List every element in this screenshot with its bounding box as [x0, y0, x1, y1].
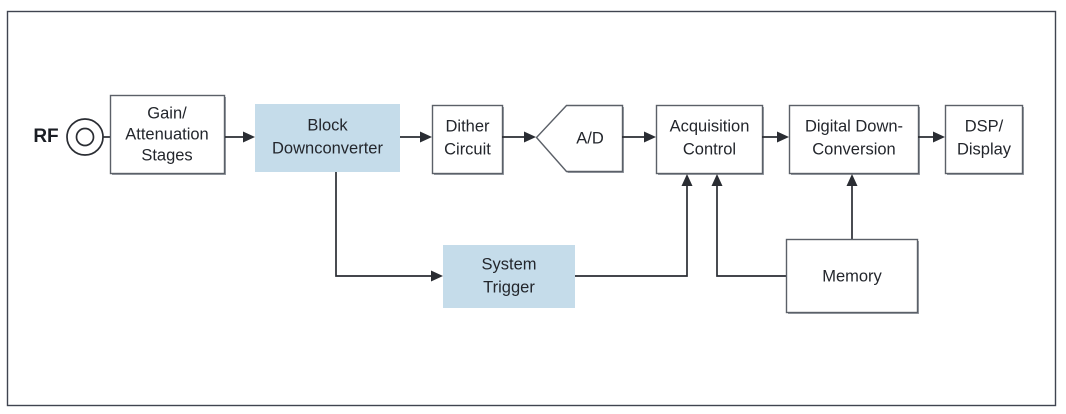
- block-label-line: System: [481, 255, 536, 273]
- block-system-trigger[interactable]: System Trigger: [443, 245, 575, 308]
- connector-memory-to-ddc: [846, 174, 858, 240]
- block-label-line: Gain/: [147, 104, 187, 122]
- block-label-line: Conversion: [812, 140, 895, 158]
- block-label-line: Circuit: [444, 140, 491, 158]
- block-label-line: Acquisition: [670, 117, 750, 135]
- block-dither-circuit[interactable]: Dither Circuit: [431, 104, 505, 176]
- connector-dither-to-ad: [502, 131, 536, 143]
- block-label-line: A/D: [576, 129, 604, 147]
- connector-system-trigger-to-acquisition: [575, 174, 693, 277]
- block-label-line: Downconverter: [272, 139, 383, 157]
- connector-downconverter-to-dither: [400, 131, 432, 143]
- rf-input-port: RF: [33, 118, 110, 156]
- connector-ddc-to-dsp: [918, 131, 945, 143]
- block-label-line: Memory: [822, 267, 882, 285]
- connector-acquisition-to-ddc: [762, 131, 789, 143]
- block-analog-to-digital-converter[interactable]: A/D: [535, 104, 625, 174]
- block-gain-attenuation-stages[interactable]: Gain/ Attenuation Stages: [109, 94, 227, 176]
- connector-memory-to-acquisition: [711, 174, 786, 277]
- block-label-line: Dither: [445, 117, 490, 135]
- block-label-line: DSP/: [965, 117, 1004, 135]
- block-label-line: Display: [957, 140, 1012, 158]
- block-label-line: Stages: [141, 146, 192, 164]
- diagram-frame: [6, 10, 1057, 407]
- rf-input-label: RF: [33, 126, 58, 147]
- connector-downconverter-to-system-trigger: [335, 172, 443, 282]
- connector-gain-to-downconverter: [225, 131, 255, 143]
- block-acquisition-control[interactable]: Acquisition Control: [655, 104, 765, 176]
- block-digital-down-conversion[interactable]: Digital Down- Conversion: [788, 104, 921, 176]
- block-block-downconverter[interactable]: Block Downconverter: [255, 104, 400, 172]
- block-memory[interactable]: Memory: [785, 238, 920, 315]
- block-label-line: Trigger: [483, 278, 535, 296]
- block-label-line: Digital Down-: [805, 117, 903, 135]
- block-label-line: Attenuation: [125, 125, 208, 143]
- block-label-line: Block: [307, 116, 348, 134]
- block-dsp-display[interactable]: DSP/ Display: [944, 104, 1025, 176]
- block-label-line: Control: [683, 140, 736, 158]
- connector-ad-to-acquisition: [622, 131, 656, 143]
